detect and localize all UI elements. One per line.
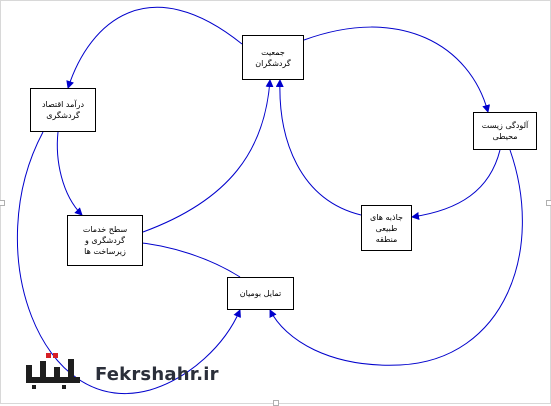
edge-pollution-to-locals	[269, 149, 523, 366]
watermark-text: Fekrshahr.ir	[95, 364, 219, 385]
edge-services-to-tourists	[142, 79, 274, 233]
node-natural-attractions: جاذبه های طبیعی منطقه	[361, 205, 412, 251]
resize-handle-right[interactable]	[546, 200, 551, 206]
watermark-logo: Fekrshahr.ir	[0, 345, 260, 404]
node-services-infrastructure: سطح خدمات گردشگری و زیرساخت ها	[67, 215, 143, 266]
node-locals-willingness: تمایل بومیان	[227, 277, 294, 310]
edge-pollution-to-nature	[411, 149, 501, 220]
node-environmental-pollution: آلودگی زیست محیطی	[473, 112, 537, 150]
resize-handle-bottom[interactable]	[273, 400, 279, 406]
edge-tourists-to-pollution	[303, 26, 491, 113]
edge-nature-to-tourists	[275, 79, 362, 216]
edge-income-to-services	[56, 131, 83, 216]
node-tourist-population: جمعیت گردشگران	[242, 35, 304, 80]
fekrshahr-logo-icon	[26, 353, 80, 389]
edge-tourists-to-income	[66, 6, 243, 89]
node-tourism-income: درآمد اقتصاد گردشگری	[30, 88, 96, 132]
resize-handle-left[interactable]	[0, 200, 5, 206]
edge-locals-to-services	[132, 238, 241, 278]
edge-income-to-locals	[16, 131, 241, 394]
